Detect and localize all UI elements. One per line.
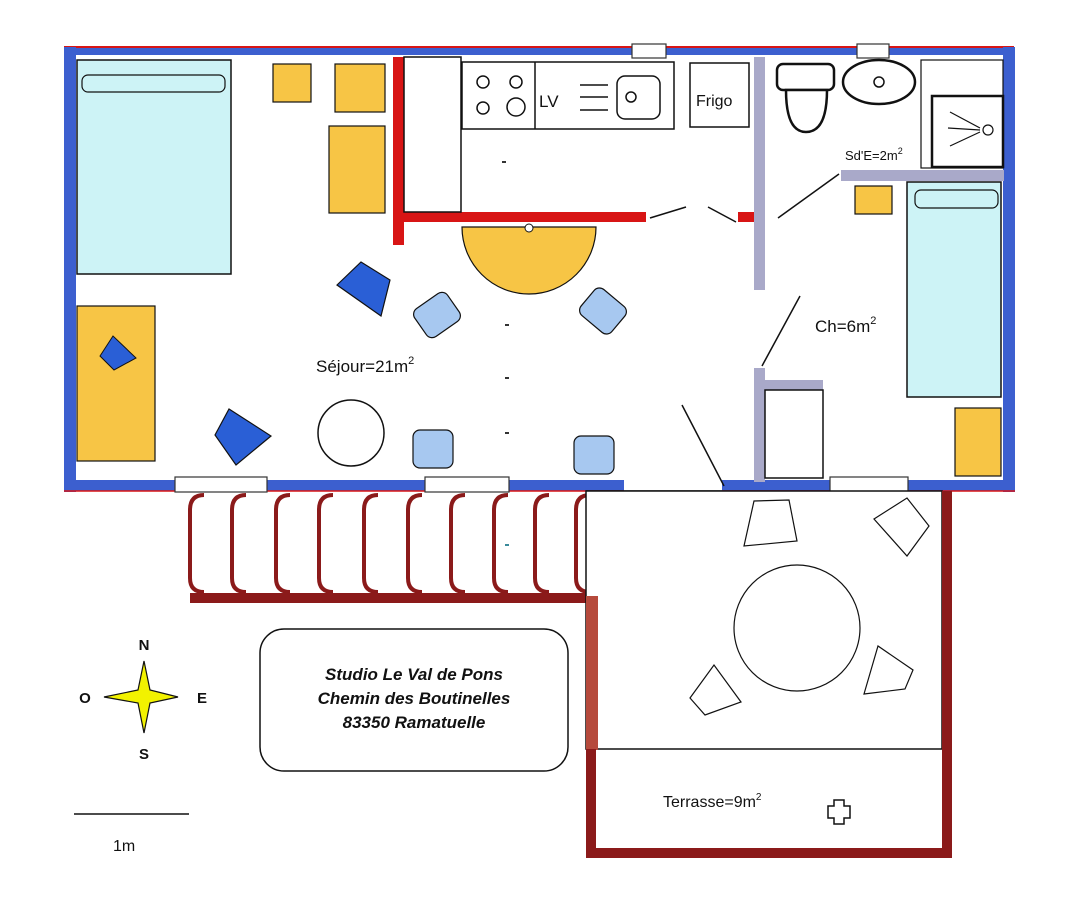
wardrobe — [764, 389, 824, 479]
pergola-arch — [574, 493, 591, 594]
side-table-1 — [272, 63, 312, 103]
kitchen-wall-stub — [738, 212, 754, 222]
living-room: Séjour=21m2 — [76, 59, 627, 546]
semi-circle-table — [461, 226, 597, 295]
fridge-label: Frigo — [696, 93, 733, 110]
sofa — [76, 305, 156, 462]
pergola-arch — [406, 493, 423, 594]
single-bed — [906, 181, 1002, 398]
wardrobe-top — [765, 380, 823, 390]
terrace-rail-west-upper — [586, 596, 598, 750]
south-wall-west — [64, 480, 624, 491]
window-bedroom — [829, 476, 909, 493]
compass-north: N — [139, 637, 150, 654]
pergola — [188, 493, 591, 603]
compass: N S E O — [79, 637, 207, 763]
barbecue-icon — [827, 799, 851, 825]
terrace-chair-2 — [873, 497, 930, 557]
window-bathroom — [856, 43, 890, 59]
terrace-chair-1 — [743, 499, 798, 547]
pergola-beam — [190, 593, 590, 603]
scale-bar: 1m — [74, 813, 189, 855]
double-bed-pillow — [81, 74, 226, 93]
pergola-arch — [230, 493, 247, 594]
fridge — [689, 62, 750, 128]
kitchen-wall-south — [404, 212, 646, 222]
compass-west: O — [79, 690, 91, 707]
terrace-round-table — [733, 564, 861, 692]
armchair-south — [214, 408, 273, 466]
address-box: Studio Le Val de Pons Chemin des Boutine… — [259, 628, 569, 772]
window-kitchen — [631, 43, 667, 59]
kitchen-wall-west — [393, 57, 404, 245]
double-bed — [76, 59, 232, 275]
side-table-2 — [334, 63, 386, 113]
west-wall — [64, 47, 76, 492]
partitions — [393, 57, 1004, 482]
north-wall — [64, 47, 1014, 55]
kitchen-door-right — [707, 206, 737, 223]
bathroom: Sd'E=2m2 — [775, 58, 1005, 169]
bathroom-label: Sd'E=2m2 — [845, 146, 903, 163]
terrace-rail-east — [942, 491, 952, 857]
round-coffee-table — [317, 399, 385, 467]
compass-star-icon — [103, 660, 179, 734]
pergola-arch — [533, 493, 550, 594]
doors — [649, 173, 840, 487]
terrace-chair-3 — [689, 663, 742, 716]
sofa-cushion — [99, 335, 137, 371]
pergola-arch — [317, 493, 334, 594]
stool-3 — [412, 429, 454, 469]
address-line-2: Chemin des Boutinelles — [318, 689, 511, 708]
sink-icon — [580, 75, 661, 120]
window-living-1 — [174, 476, 268, 493]
shower-icon — [930, 94, 1005, 169]
pergola-arch — [362, 493, 379, 594]
toilet-icon — [775, 62, 836, 134]
window-living-2 — [424, 476, 510, 493]
bedroom-shelf — [954, 407, 1002, 477]
stool-1 — [413, 291, 461, 339]
terrace-rail-south — [586, 848, 952, 858]
bedroom-wall-lower — [754, 368, 765, 482]
bath-wall-south — [841, 170, 1004, 181]
stove-icon — [476, 75, 526, 117]
terrace-chair-4 — [863, 645, 914, 695]
bath-wall-west — [754, 57, 765, 290]
stool-4 — [573, 435, 615, 475]
kitchen-counter-side — [403, 56, 462, 213]
bedroom-label: Ch=6m2 — [815, 315, 876, 336]
bedroom-door — [761, 295, 801, 367]
entrance-door — [681, 404, 725, 487]
pergola-arch — [188, 493, 205, 594]
dishwasher-label: LV — [539, 92, 559, 111]
scale-label: 1m — [113, 838, 135, 855]
compass-south: S — [139, 746, 149, 763]
east-wall — [1003, 47, 1015, 492]
compass-east: E — [197, 690, 207, 707]
dresser — [328, 125, 386, 214]
kitchen-counter — [461, 61, 675, 130]
armchair-north — [336, 261, 391, 317]
address-line-3: 83350 Ramatuelle — [343, 713, 486, 732]
single-bed-pillow — [914, 189, 999, 209]
kitchen-door-left — [649, 206, 687, 219]
pergola-arch — [492, 493, 509, 594]
terrace: Terrasse=9m2 — [585, 490, 952, 858]
address-line-1: Studio Le Val de Pons — [325, 665, 503, 684]
washbasin-icon — [841, 58, 917, 106]
living-room-label: Séjour=21m2 — [316, 355, 414, 376]
pergola-arch — [449, 493, 466, 594]
stool-2 — [579, 287, 627, 335]
kitchen: LV Frigo — [403, 56, 750, 213]
bedroom: Ch=6m2 — [764, 181, 1002, 479]
terrace-rail-west-lower — [586, 749, 596, 857]
windows — [174, 43, 909, 493]
bathroom-door — [777, 173, 840, 219]
dot-marks — [502, 161, 509, 546]
bedside-table-small — [854, 185, 893, 215]
pergola-arch — [274, 493, 291, 594]
terrace-label: Terrasse=9m2 — [663, 792, 762, 811]
